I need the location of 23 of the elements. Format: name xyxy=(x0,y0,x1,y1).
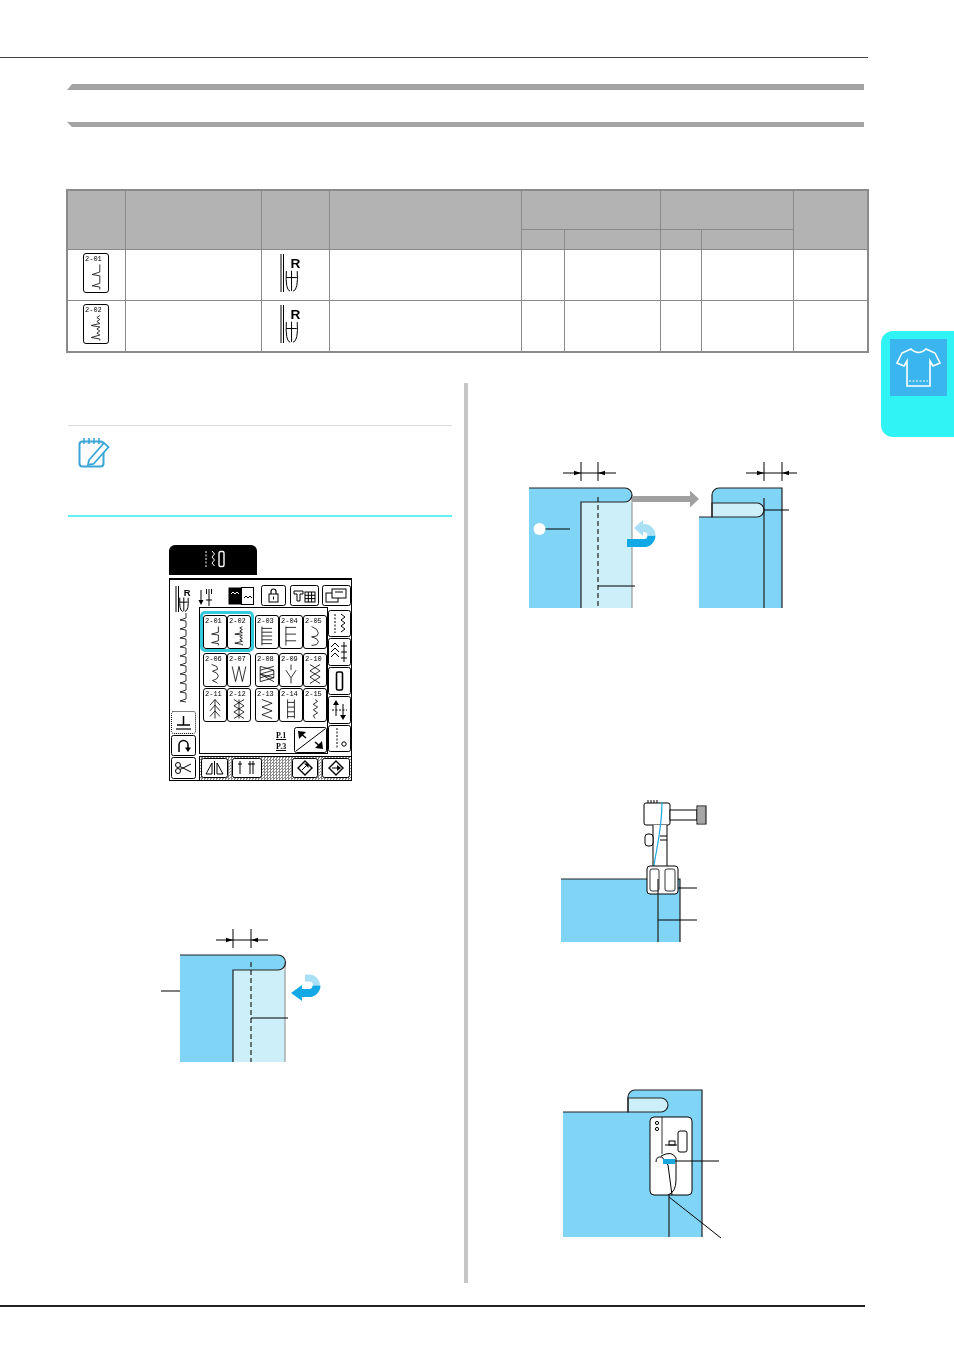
arrow xyxy=(632,490,699,508)
leader-line xyxy=(657,919,698,921)
stitch-line xyxy=(250,961,252,1063)
leader-line xyxy=(677,887,698,889)
leader-line xyxy=(545,528,571,530)
fold-line xyxy=(763,497,765,609)
leader-line xyxy=(597,585,636,587)
dot-icon xyxy=(533,523,546,535)
guide-mark xyxy=(663,1159,675,1164)
page-number: P.3 xyxy=(276,742,287,751)
leader-line xyxy=(674,1160,720,1162)
fold-line xyxy=(657,878,659,943)
page-number: P.1 xyxy=(276,731,287,740)
fabric-drawing xyxy=(698,487,783,609)
stitch-line xyxy=(597,496,599,609)
fabric-drawing xyxy=(528,487,633,609)
leader-line xyxy=(668,1196,722,1239)
presser-foot-sole xyxy=(646,865,679,895)
leader-line xyxy=(160,990,181,992)
leader-line xyxy=(763,509,790,511)
fabric-drawing xyxy=(179,954,287,1063)
leader-line xyxy=(250,1017,289,1019)
fold-line xyxy=(668,1194,670,1238)
